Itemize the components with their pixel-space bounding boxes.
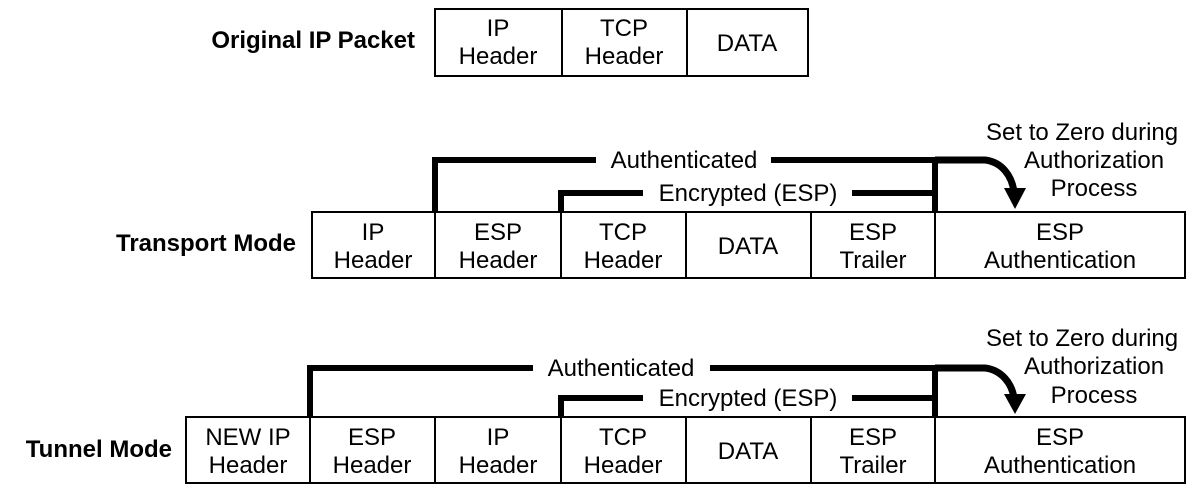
packet-cell [560,211,687,279]
packet-cell-text: TCP [600,15,648,42]
note-line: Set to Zero during [986,325,1178,352]
packet-cell [185,416,311,484]
packet-cell-text: Header [334,247,413,274]
original-packet: Original IP Packet IP Header TCP Header … [211,8,809,77]
packet-cell-text: Authentication [984,452,1136,479]
packet-cell-text: Trailer [839,452,906,479]
packet-cell [434,416,562,484]
authenticated-label: Authenticated [548,355,695,382]
packet-cell-text: ESP [348,424,396,451]
packet-cell [810,211,936,279]
packet-cell-text: Header [459,43,538,70]
zero-arrow [935,156,1026,209]
packet-cell-text: TCP [599,219,647,246]
tunnel-mode-label: Tunnel Mode [26,436,172,463]
packet-cell-text: ESP [1036,219,1084,246]
packet-cell-text: Header [585,43,664,70]
transport-mode: Authenticated Encrypted (ESP) Set to Zer… [116,119,1186,279]
note-line: Authorization [1024,353,1164,380]
tunnel-mode-cells: NEW IP Header ESP Header IP Header TCP H… [185,416,1186,484]
packet-cell-text: DATA [717,30,777,57]
packet-cell [685,211,812,279]
zero-note: Set to Zero during Authorization Process [986,325,1178,409]
note-line: Authorization [1024,147,1164,174]
packet-cell [934,211,1186,279]
packet-cell-text: Header [459,247,538,274]
packet-cell-text: NEW IP [205,424,290,451]
packet-cell-text: IP [362,219,385,246]
transport-mode-label: Transport Mode [116,230,296,257]
packet-cell-text: ESP [849,219,897,246]
packet-cell-text: ESP [474,219,522,246]
packet-cell-text: IP [487,15,510,42]
encrypted-bracket: Encrypted (ESP) [558,180,935,212]
packet-cell-text: Header [209,452,288,479]
encrypted-bracket: Encrypted (ESP) [558,385,935,417]
packet-cell [560,416,687,484]
authenticated-label: Authenticated [611,147,758,174]
note-line: Process [1051,175,1138,202]
packet-cell [309,416,436,484]
note-line: Set to Zero during [986,119,1178,146]
encrypted-label: Encrypted (ESP) [659,385,838,412]
packet-cell-text: ESP [1036,424,1084,451]
packet-cell [561,8,688,77]
packet-cell-text: Authentication [984,247,1136,274]
packet-cell [434,8,563,77]
packet-cell [685,416,812,484]
authenticated-bracket: Authenticated [307,355,938,417]
packet-cell-text: Header [584,452,663,479]
packet-cell-text: IP [487,424,510,451]
packet-cell-text: ESP [849,424,897,451]
packet-cell-text: Header [333,452,412,479]
tunnel-mode: Authenticated Encrypted (ESP) Set to Zer… [26,325,1186,484]
zero-arrow [935,364,1026,414]
original-packet-cells: IP Header TCP Header DATA [434,8,809,77]
packet-cell-text: DATA [718,233,778,260]
packet-cell-text: TCP [599,424,647,451]
original-packet-label: Original IP Packet [211,27,415,54]
packet-cell [686,8,809,77]
packet-cell [934,416,1186,484]
note-line: Process [1051,382,1138,409]
encrypted-label: Encrypted (ESP) [659,180,838,207]
packet-cell-text: Header [584,247,663,274]
packet-cell-text: Header [459,452,538,479]
transport-mode-cells: IP Header ESP Header TCP Header DATA ESP… [311,211,1186,279]
zero-note: Set to Zero during Authorization Process [986,119,1178,202]
packet-cell [810,416,936,484]
packet-cell-text: Trailer [839,247,906,274]
packet-cell-text: DATA [718,438,778,465]
